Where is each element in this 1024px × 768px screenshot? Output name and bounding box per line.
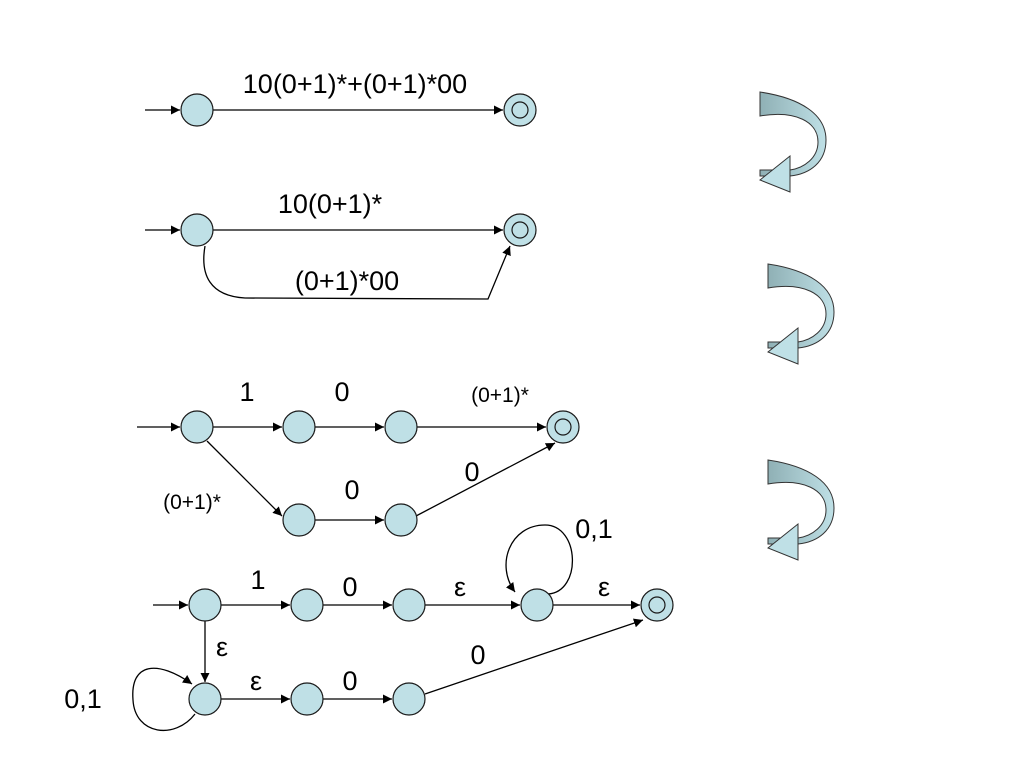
edge-label: ε [250,666,262,696]
state [392,588,426,622]
edge-label-upper: 10(0+1)* [278,189,383,219]
accept-state-ring [648,596,666,614]
edge-lower [203,245,511,300]
state [282,410,316,444]
accept-state [503,213,537,247]
state [290,682,324,716]
transform-arrow-3 [767,459,835,561]
edge-label: 1 [239,377,254,407]
edge-label: 0 [470,640,485,670]
start-state [180,213,214,247]
start-state [188,588,222,622]
edge-star-down [206,440,283,517]
accept-state-ring [554,418,572,436]
edge-label: 0 [342,666,357,696]
step-1: 10(0+1)*+(0+1)*00 [145,69,537,127]
curved-arrow-head [767,326,799,365]
edge-0-up [424,618,644,695]
curved-arrow-icon [767,459,835,545]
curved-arrow-head [767,522,799,561]
edge-label: 10(0+1)*+(0+1)*00 [243,69,467,99]
edge-label: ε [454,572,466,602]
transform-arrow-2 [767,263,835,365]
start-state [180,93,214,127]
transform-arrow-1 [759,91,827,193]
step-2: 10(0+1)* (0+1)*00 [145,189,537,300]
accept-state [546,410,580,444]
edge-label: 0 [342,572,357,602]
edge-label: 0,1 [575,514,613,544]
accept-state [640,588,674,622]
edge-label: ε [216,632,228,662]
edge-label: 0 [334,377,349,407]
accept-state [503,93,537,127]
state [290,588,324,622]
edge-label: 0,1 [64,684,102,714]
edge-label: (0+1)* [471,384,529,407]
start-state [180,410,214,444]
edge-label: (0+1)* [163,491,221,514]
state [282,503,316,537]
state [384,503,418,537]
self-loop [505,524,574,595]
edge-label: ε [598,572,610,602]
state [384,410,418,444]
state [188,682,222,716]
edge-label: 0 [464,457,479,487]
step-3: 1 0 (0+1)* (0+1)* 0 0 [137,377,580,537]
curved-arrow-icon [767,263,835,349]
edge-label: 1 [250,565,265,595]
edge-0-up [415,442,556,517]
edge-label-lower: (0+1)*00 [295,266,399,296]
accept-state-ring [511,101,529,119]
edge-label: 0 [344,475,359,505]
state [392,682,426,716]
self-loop [132,667,196,731]
accept-state-ring [511,221,529,239]
curved-arrow-icon [759,91,827,177]
step-4: 1 0 ε 0,1 ε ε 0,1 ε 0 0 [64,514,674,731]
curved-arrow-head [759,154,791,193]
state [520,588,554,622]
